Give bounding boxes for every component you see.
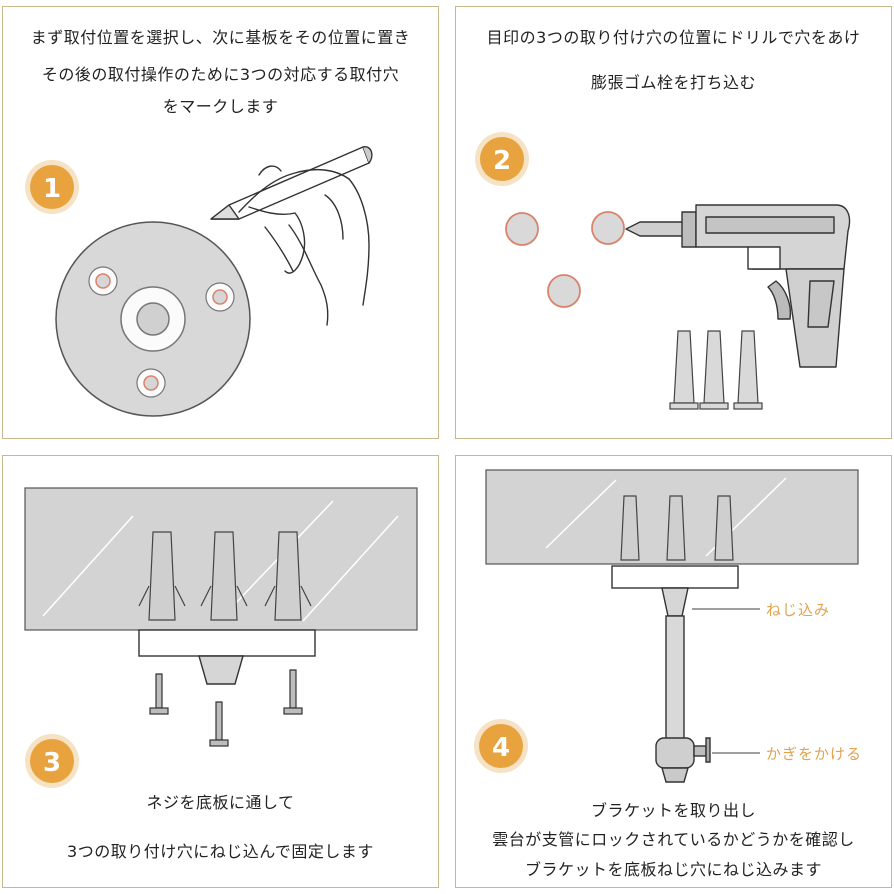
base-plate <box>55 221 251 417</box>
drill-icon <box>625 204 851 368</box>
callout-screw-in: ねじ込み <box>766 601 831 619</box>
embedded-anchors <box>620 495 734 561</box>
step-number: 4 <box>492 733 510 763</box>
step-1-line-1: まず取付位置を選択し、次に基板をその位置に置き <box>30 28 411 47</box>
step-3-line-1: ネジを底板に通して <box>146 793 295 812</box>
wall-anchors <box>669 330 763 410</box>
step-4-line-1: ブラケットを取り出し <box>590 801 756 820</box>
marking-illustration: 1 <box>25 146 373 417</box>
bracket <box>611 565 739 783</box>
step-1-panel: まず取付位置を選択し、次に基板をその位置に置き その後の取付操作のために3つの対… <box>2 6 439 439</box>
step-4-panel: 4 ねじ込み かぎをかける ブラケットを取り出し 雲台が支管にロックされているか… <box>455 455 892 888</box>
drilling-illustration: 2 <box>475 132 851 410</box>
step-3-panel: 3 ネジを底板に通して 3つの取り付け穴にねじ込んで固定します <box>2 455 439 888</box>
bracket-mount-illustration: 4 <box>474 469 859 783</box>
embedded-anchors <box>138 531 312 621</box>
step-number: 2 <box>493 146 511 176</box>
step-2-line-2: 膨張ゴム栓を打ち込む <box>590 73 756 92</box>
step-4-line-2: 雲台が支管にロックされているかどうかを確認し <box>492 830 855 849</box>
step-1-line-3: をマークします <box>162 97 279 116</box>
step-number: 3 <box>43 748 61 778</box>
hole-markers <box>505 211 625 308</box>
step-3-line-2: 3つの取り付け穴にねじ込んで固定します <box>67 842 374 861</box>
hand-with-pencil-icon <box>210 146 373 326</box>
step-2-line-1: 目印の3つの取り付け穴の位置にドリルで穴をあけ <box>486 28 861 47</box>
step-badge: 4 <box>474 719 528 773</box>
step-2-panel: 目印の3つの取り付け穴の位置にドリルで穴をあけ 膨張ゴム栓を打ち込む 2 <box>455 6 892 439</box>
step-badge: 1 <box>25 160 79 214</box>
step-number: 1 <box>43 174 61 204</box>
step-1-line-2: その後の取付操作のために3つの対応する取付穴 <box>41 65 400 84</box>
base-plate-side <box>138 629 316 685</box>
screwing-illustration: 3 <box>24 487 418 788</box>
screws <box>149 669 303 747</box>
callout-lock: かぎをかける <box>766 745 863 763</box>
step-badge: 2 <box>475 132 529 186</box>
step-4-line-3: ブラケットを底板ねじ穴にねじ込みます <box>524 860 822 879</box>
step-badge: 3 <box>25 734 79 788</box>
callout-lines <box>692 608 760 754</box>
